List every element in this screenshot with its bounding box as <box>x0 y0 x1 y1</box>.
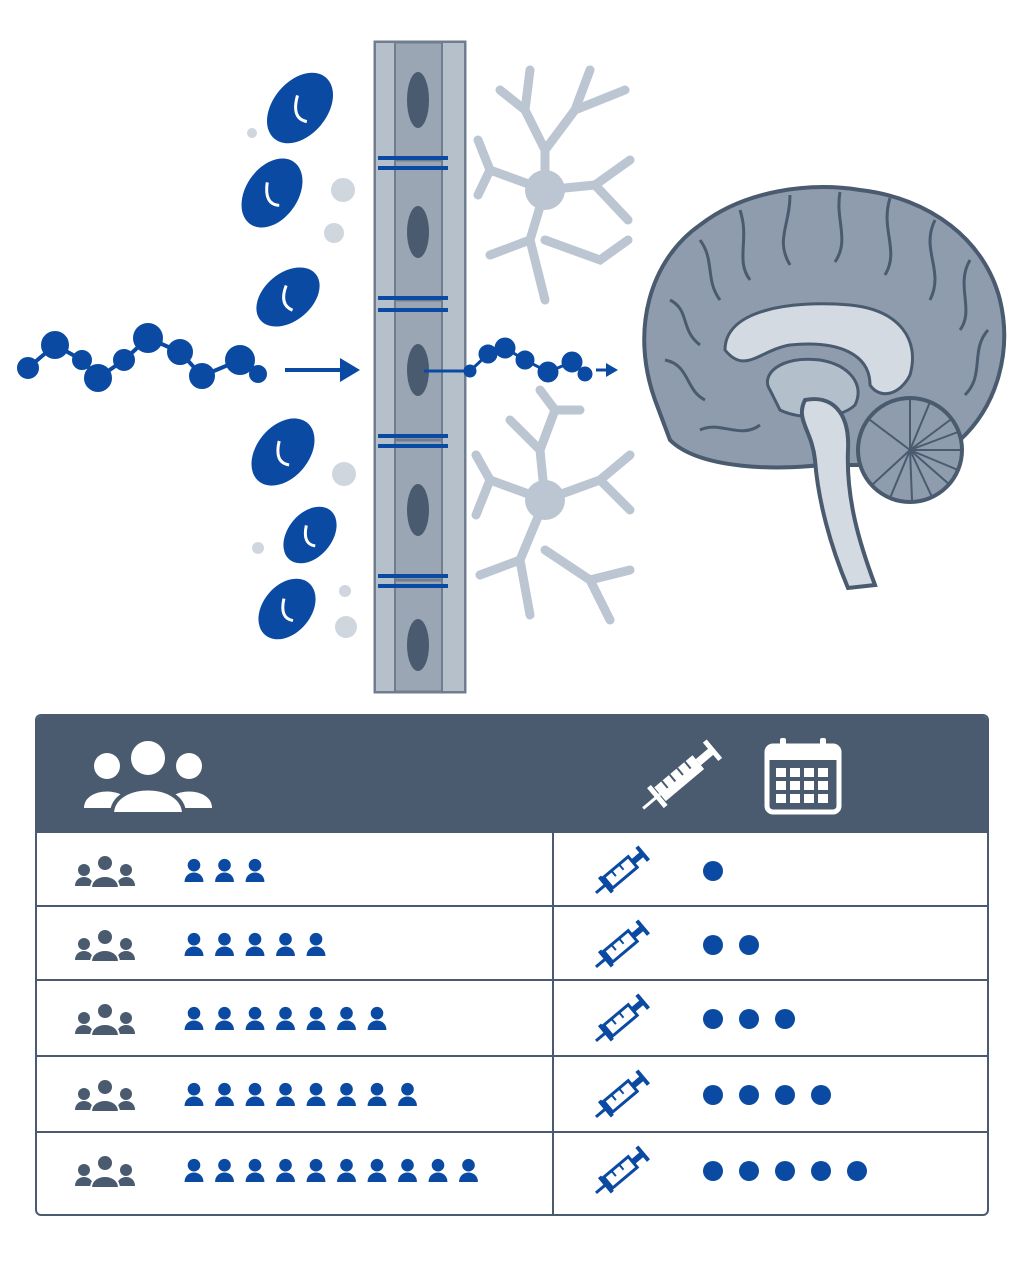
dose-dot <box>703 1085 723 1105</box>
dose-dot <box>847 1161 867 1181</box>
participant-icon <box>245 1158 265 1182</box>
participant-icon <box>245 932 265 956</box>
dose-count <box>703 935 759 955</box>
participant-icon <box>184 1006 204 1030</box>
dosing-table <box>35 714 989 1216</box>
syringe-icon <box>642 739 723 810</box>
participant-icon <box>215 1006 234 1030</box>
participant-icon <box>337 1158 356 1182</box>
table-row <box>37 1131 987 1214</box>
participant-icon <box>245 858 265 882</box>
participant-count <box>184 1006 387 1030</box>
participant-icon <box>398 1082 417 1106</box>
participant-icon <box>276 932 295 956</box>
table-row <box>37 831 987 905</box>
red-blood-cell <box>251 418 315 486</box>
group-icon <box>75 1002 135 1037</box>
dose-dot <box>811 1085 831 1105</box>
participant-icon <box>398 1158 417 1182</box>
participant-count <box>184 858 265 882</box>
red-blood-cell <box>256 267 320 327</box>
group-icon <box>75 1154 135 1189</box>
participant-icon <box>276 1082 295 1106</box>
dose-count <box>703 861 723 881</box>
participant-icon <box>306 1158 326 1182</box>
participant-icon <box>184 1158 204 1182</box>
astrocyte <box>473 65 635 305</box>
syringe-icon <box>594 919 651 969</box>
dose-dot <box>739 1161 759 1181</box>
brain-icon <box>642 185 1007 591</box>
table-header <box>37 716 987 833</box>
group-icon <box>84 737 212 816</box>
syringe-icon <box>594 845 651 895</box>
dose-dot <box>739 1009 759 1029</box>
dose-dot <box>703 935 723 955</box>
arrow-icon <box>285 358 360 382</box>
dose-dot <box>703 861 723 881</box>
red-blood-cell <box>241 158 303 228</box>
particles <box>247 128 357 638</box>
dose-dot <box>703 1009 723 1029</box>
participant-icon <box>276 1006 295 1030</box>
table-row <box>37 1055 987 1131</box>
participant-icon <box>215 1158 234 1182</box>
dose-dot <box>739 1085 759 1105</box>
participant-icon <box>215 932 234 956</box>
participant-icon <box>245 1006 265 1030</box>
participant-icon <box>428 1158 448 1182</box>
column-divider <box>552 716 554 1214</box>
participant-icon <box>459 1158 478 1182</box>
participant-icon <box>337 1082 356 1106</box>
arrow-icon <box>596 363 618 377</box>
participant-count <box>184 1082 417 1106</box>
dose-dot <box>703 1161 723 1181</box>
calendar-icon <box>764 738 842 815</box>
table-row <box>37 979 987 1055</box>
red-blood-cells <box>241 72 337 640</box>
participant-icon <box>367 1006 387 1030</box>
red-blood-cell <box>283 506 337 564</box>
peptide-chain <box>17 323 267 392</box>
participant-icon <box>306 932 326 956</box>
blood-brain-barrier-illustration <box>17 40 1007 694</box>
group-icon <box>75 1078 135 1113</box>
group-icon <box>75 928 135 963</box>
participant-icon <box>184 932 204 956</box>
dose-dot <box>775 1161 795 1181</box>
group-icon <box>75 854 135 889</box>
dose-count <box>703 1009 795 1029</box>
dose-dot <box>775 1009 795 1029</box>
participant-icon <box>245 1082 265 1106</box>
participant-icon <box>367 1158 387 1182</box>
syringe-icon <box>594 993 651 1043</box>
dose-dot <box>739 935 759 955</box>
participant-icon <box>367 1082 387 1106</box>
dose-count <box>703 1161 867 1181</box>
small-peptide-chain <box>424 337 593 383</box>
red-blood-cell <box>267 72 333 144</box>
participant-icon <box>337 1006 356 1030</box>
syringe-icon <box>594 1069 651 1119</box>
participant-icon <box>276 1158 295 1182</box>
participant-icon <box>215 1082 234 1106</box>
dose-count <box>703 1085 831 1105</box>
participant-icon <box>184 858 204 882</box>
participant-icon <box>215 858 234 882</box>
table-row <box>37 905 987 979</box>
participant-icon <box>184 1082 204 1106</box>
syringe-icon <box>594 1145 651 1195</box>
endothelial-barrier <box>373 40 467 694</box>
participant-icon <box>306 1082 326 1106</box>
participant-count <box>184 1158 478 1182</box>
astrocyte <box>471 385 635 625</box>
participant-count <box>184 932 326 956</box>
red-blood-cell <box>258 578 316 640</box>
participant-icon <box>306 1006 326 1030</box>
cerebellum <box>856 396 964 504</box>
dose-dot <box>811 1161 831 1181</box>
dose-dot <box>775 1085 795 1105</box>
